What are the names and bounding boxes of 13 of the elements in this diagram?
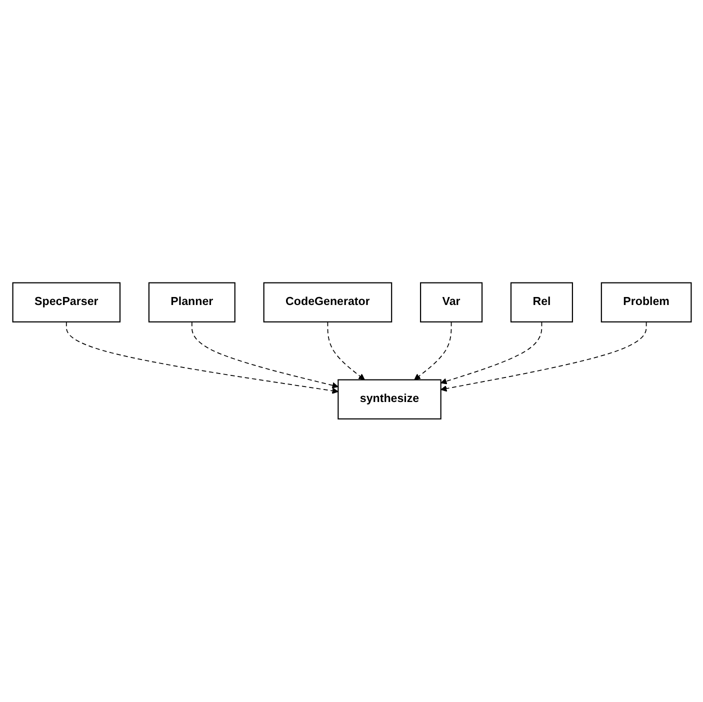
node-box: synthesize <box>337 379 441 420</box>
arrow <box>440 322 646 392</box>
node-box: CodeGenerator <box>262 282 392 323</box>
arrow <box>190 322 338 389</box>
arrow <box>414 322 452 380</box>
node-box: Planner <box>148 282 235 323</box>
node-box: SpecParser <box>12 282 120 323</box>
arrow <box>65 322 338 394</box>
arrow <box>440 322 542 384</box>
arrow <box>326 322 364 380</box>
node-box: Var <box>420 282 482 323</box>
node-box: Problem <box>600 282 692 323</box>
node-box: Rel <box>510 282 572 323</box>
